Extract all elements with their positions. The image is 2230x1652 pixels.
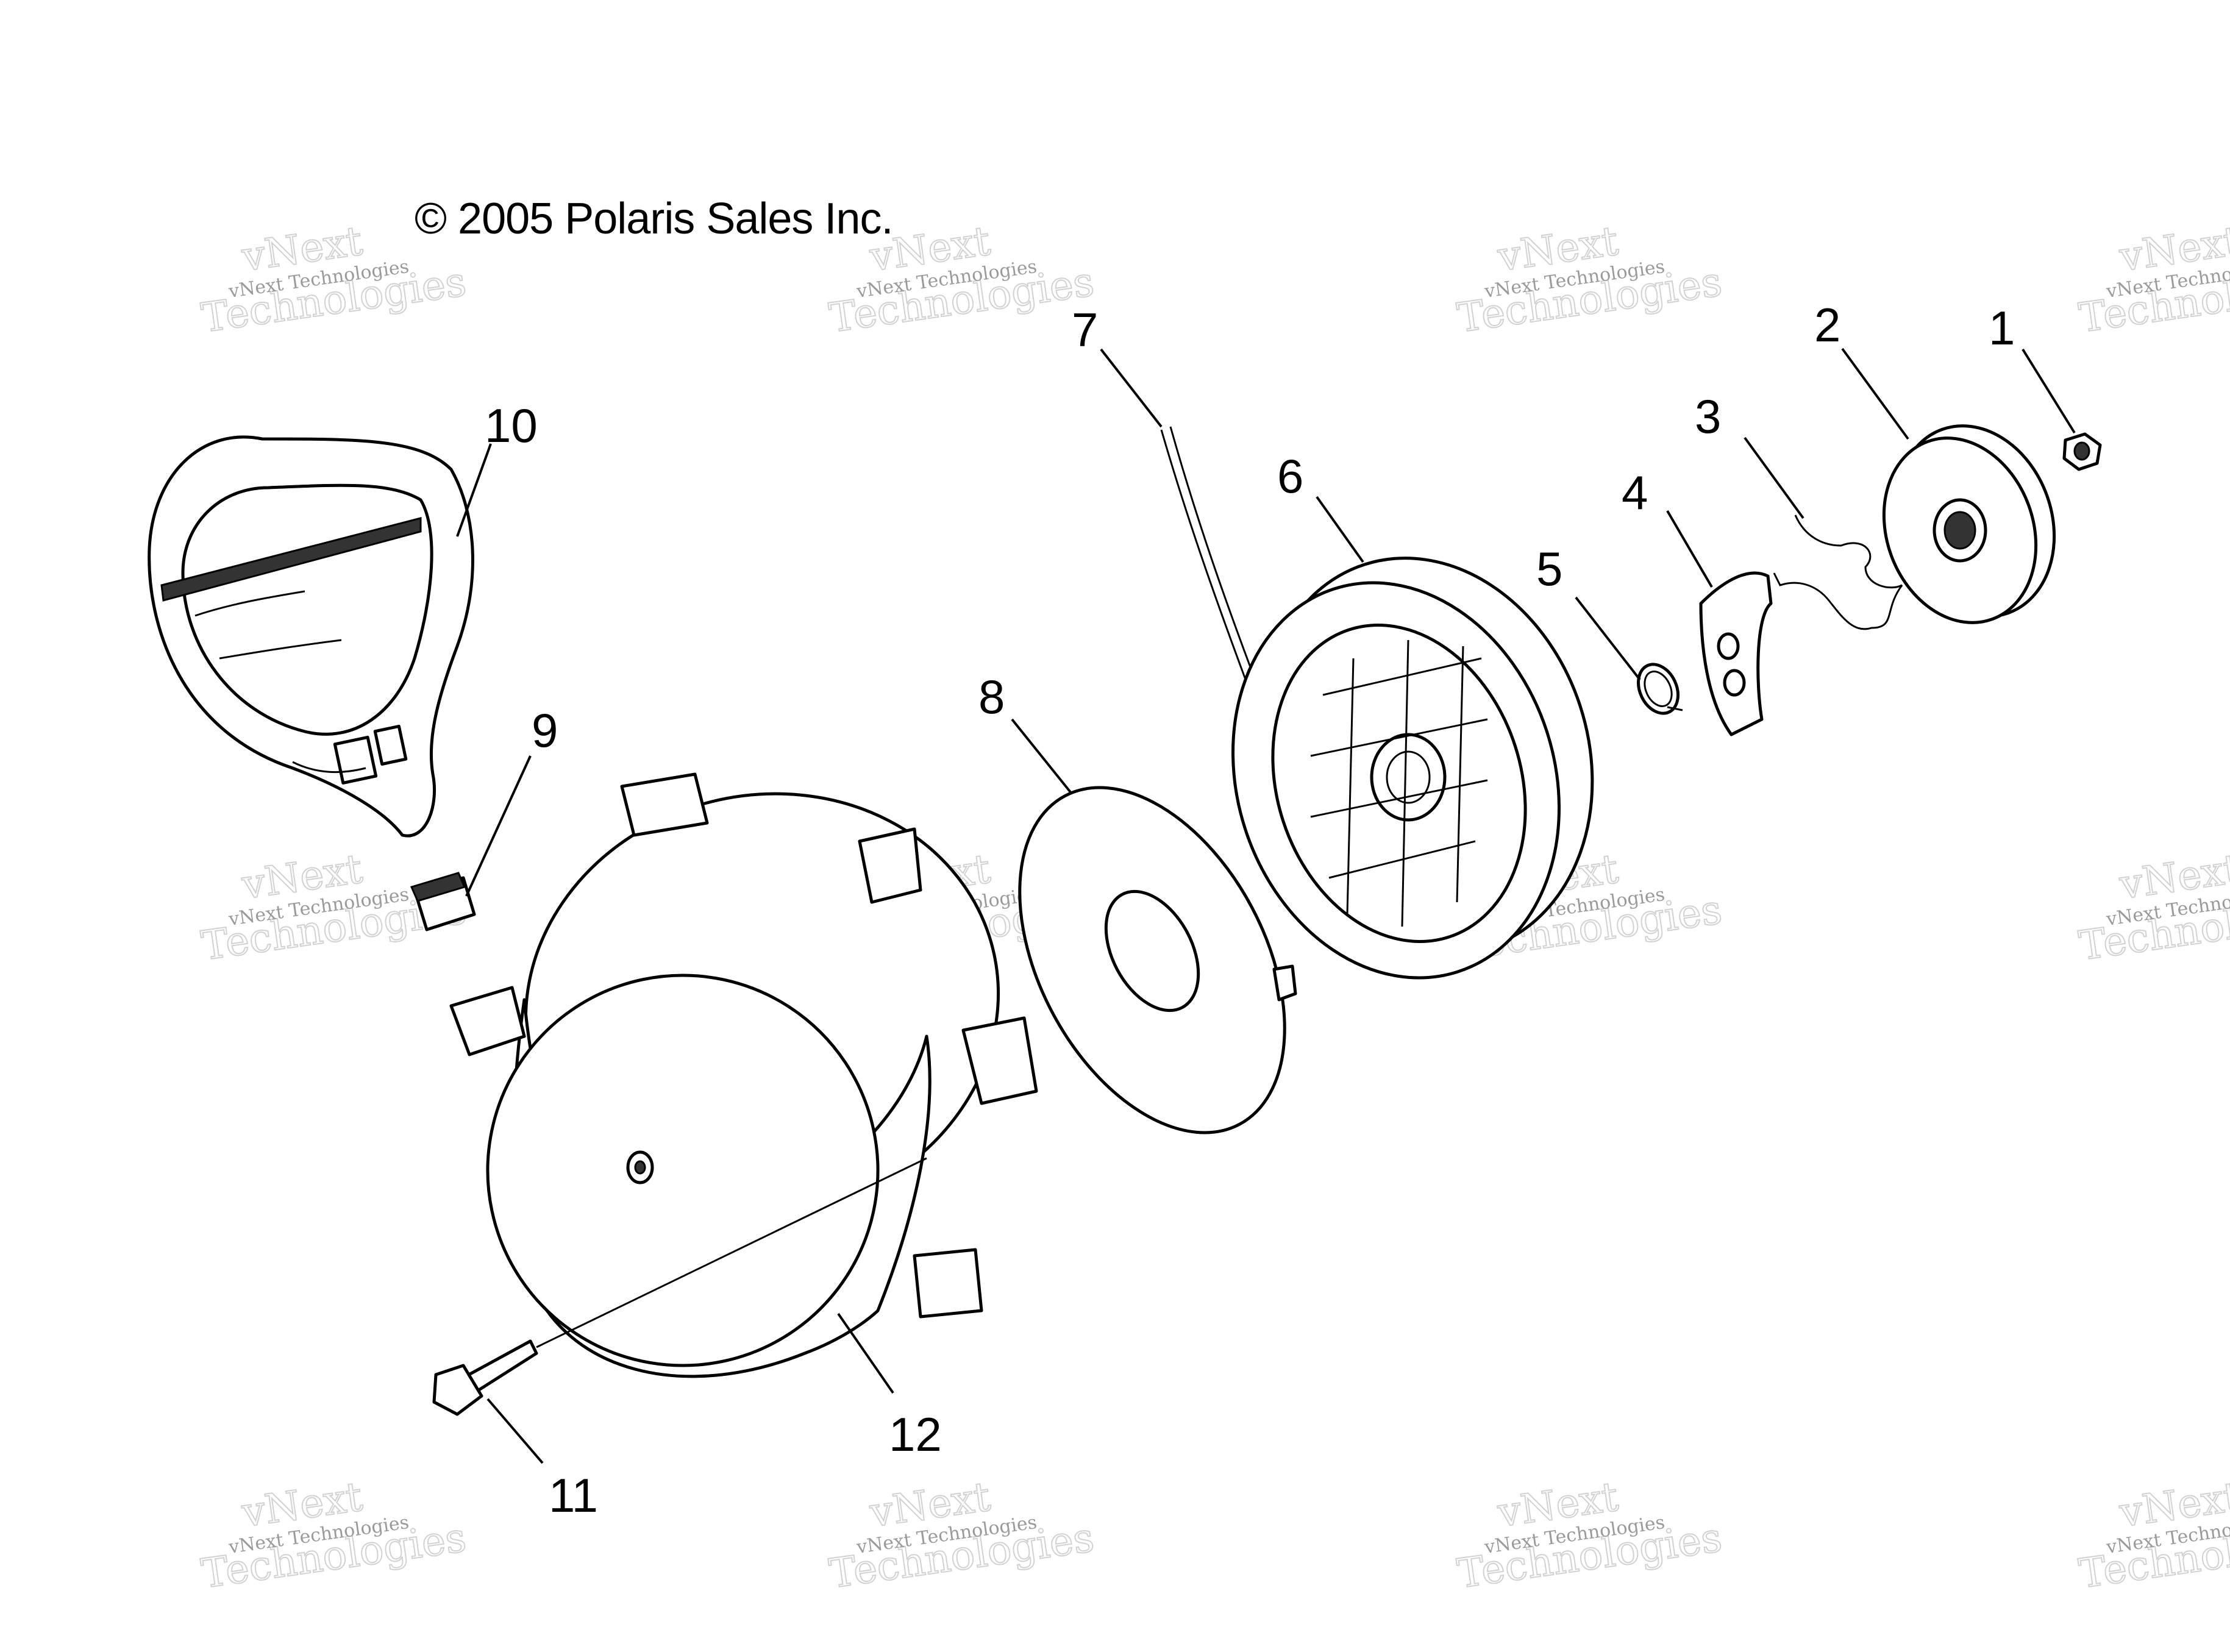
callout-10: 10 — [485, 399, 538, 452]
callout-3: 3 — [1695, 390, 1721, 443]
callout-2: 2 — [1814, 298, 1840, 352]
callout-labels: 1 2 3 4 5 6 7 8 9 10 11 12 — [485, 298, 2015, 1522]
leader-6 — [1316, 496, 1364, 563]
callout-9: 9 — [532, 703, 558, 757]
watermark: vNext Technologies vNext Technologies — [198, 216, 469, 342]
watermark: vNext Technologies vNext Technologies — [826, 216, 1097, 342]
part-11-bolt — [432, 1157, 927, 1416]
leader-11 — [486, 1398, 544, 1464]
part-4-pawl — [1699, 571, 1773, 736]
leader-9 — [465, 755, 532, 897]
watermark: vNext Technologies vNext Technologies — [1454, 216, 1725, 342]
watermark: vNext Technologies vNext Technologies — [1454, 1472, 1725, 1598]
leader-5 — [1575, 596, 1641, 681]
part-10-starter-handle — [148, 435, 474, 838]
callout-12: 12 — [889, 1408, 942, 1461]
leader-4 — [1666, 510, 1713, 588]
watermark: vNext Technologies vNext Technologies — [198, 1472, 469, 1598]
callout-11: 11 — [549, 1469, 598, 1522]
leader-12 — [837, 1312, 894, 1394]
watermark: vNext Technologies vNext Technologies — [2076, 1472, 2230, 1598]
callout-7: 7 — [1072, 303, 1098, 357]
part-6-pulley — [1231, 557, 1594, 980]
watermark: vNext Technologies vNext Technologies — [2076, 844, 2230, 970]
leader-2 — [1841, 347, 1909, 440]
callout-4: 4 — [1622, 466, 1648, 519]
watermark: vNext Technologies vNext Technologies — [826, 1472, 1097, 1598]
part-9-clip — [410, 872, 476, 931]
callout-6: 6 — [1277, 449, 1303, 503]
callout-8: 8 — [978, 670, 1005, 724]
part-5-spring — [1637, 663, 1683, 715]
part-12-starter-housing — [449, 772, 1038, 1378]
leader-lines — [456, 347, 2076, 1464]
part-2-cap — [1882, 424, 2056, 624]
part-7-rope — [1160, 426, 1264, 708]
callout-1: 1 — [1989, 301, 2015, 355]
leader-3 — [1744, 436, 1804, 519]
leader-1 — [2022, 348, 2076, 434]
part-8-spring-plate — [1018, 786, 1297, 1134]
copyright-notice: © 2005 Polaris Sales Inc. — [415, 194, 893, 243]
leader-7 — [1100, 348, 1163, 428]
callout-5: 5 — [1536, 542, 1562, 596]
watermark: vNext Technologies vNext Technologies — [2076, 216, 2230, 342]
part-3-wire-spring — [1773, 514, 1903, 630]
leader-8 — [1011, 718, 1073, 795]
part-1-nut — [2062, 432, 2102, 471]
leader-10 — [456, 443, 492, 537]
